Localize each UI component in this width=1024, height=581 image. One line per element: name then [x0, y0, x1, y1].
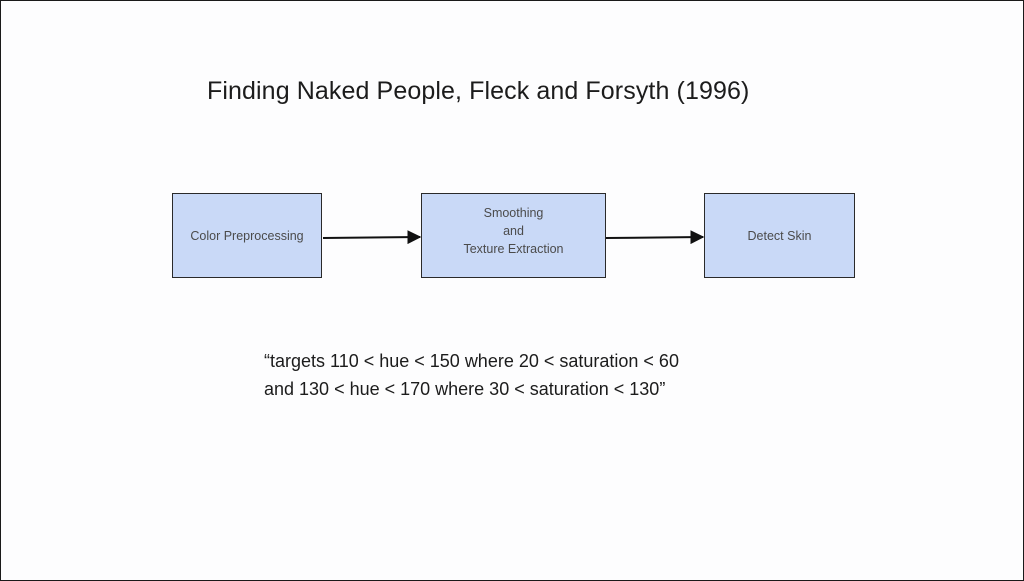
stage-label: Smoothing: [483, 205, 544, 220]
slide-title: Finding Naked People, Fleck and Forsyth …: [207, 77, 750, 105]
stage-detect-skin: Detect Skin: [704, 193, 855, 278]
stage-label: Texture Extraction: [463, 241, 564, 256]
arrow-smoothing-to-detect: [605, 230, 705, 245]
stage-label: Detect Skin: [747, 228, 812, 243]
quote-line-2: and 130 < hue < 170 where 30 < saturatio…: [264, 379, 666, 399]
stage-label: Color Preprocessing: [190, 228, 304, 243]
quote-line-1: “targets 110 < hue < 150 where 20 < satu…: [264, 351, 679, 371]
hue-saturation-quote: “targets 110 < hue < 150 where 20 < satu…: [264, 347, 679, 403]
arrow-color-to-smoothing: [322, 230, 422, 245]
stage-color-preprocessing: Color Preprocessing: [172, 193, 322, 278]
stage-smoothing-texture-extraction: Smoothing and Texture Extraction: [421, 193, 606, 278]
stage-label: and: [503, 223, 524, 238]
